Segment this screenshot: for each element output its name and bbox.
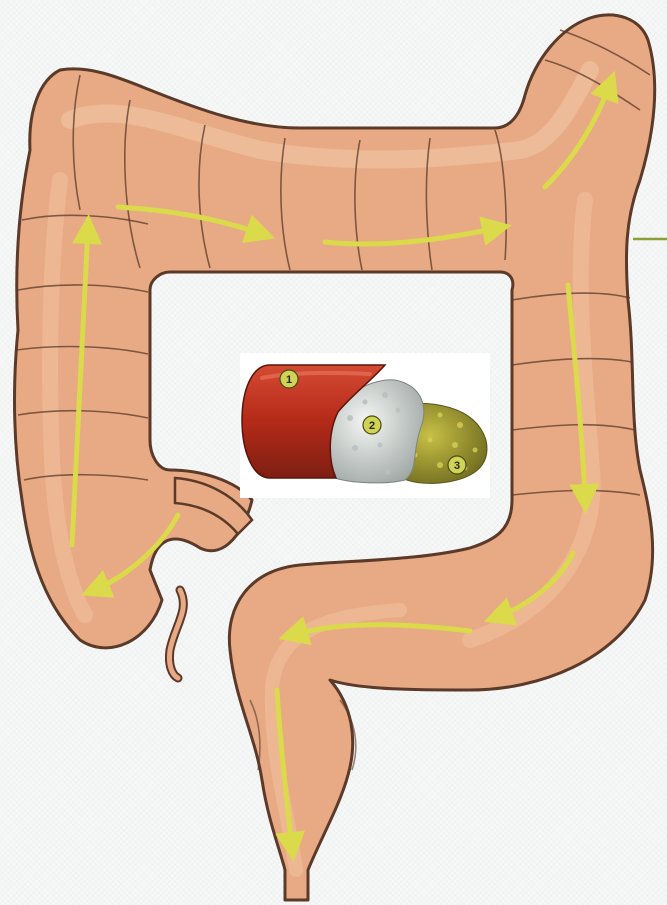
capsule-illustration: 1 2 3 [240,353,490,498]
layer-badge-1-label: 1 [286,374,292,386]
layer-badge-3: 3 [448,456,466,474]
layer-badge-2: 2 [363,416,381,434]
layer-badge-2-label: 2 [369,420,375,432]
layer-badge-3-label: 3 [454,460,460,472]
layer-badge-1: 1 [280,370,298,388]
